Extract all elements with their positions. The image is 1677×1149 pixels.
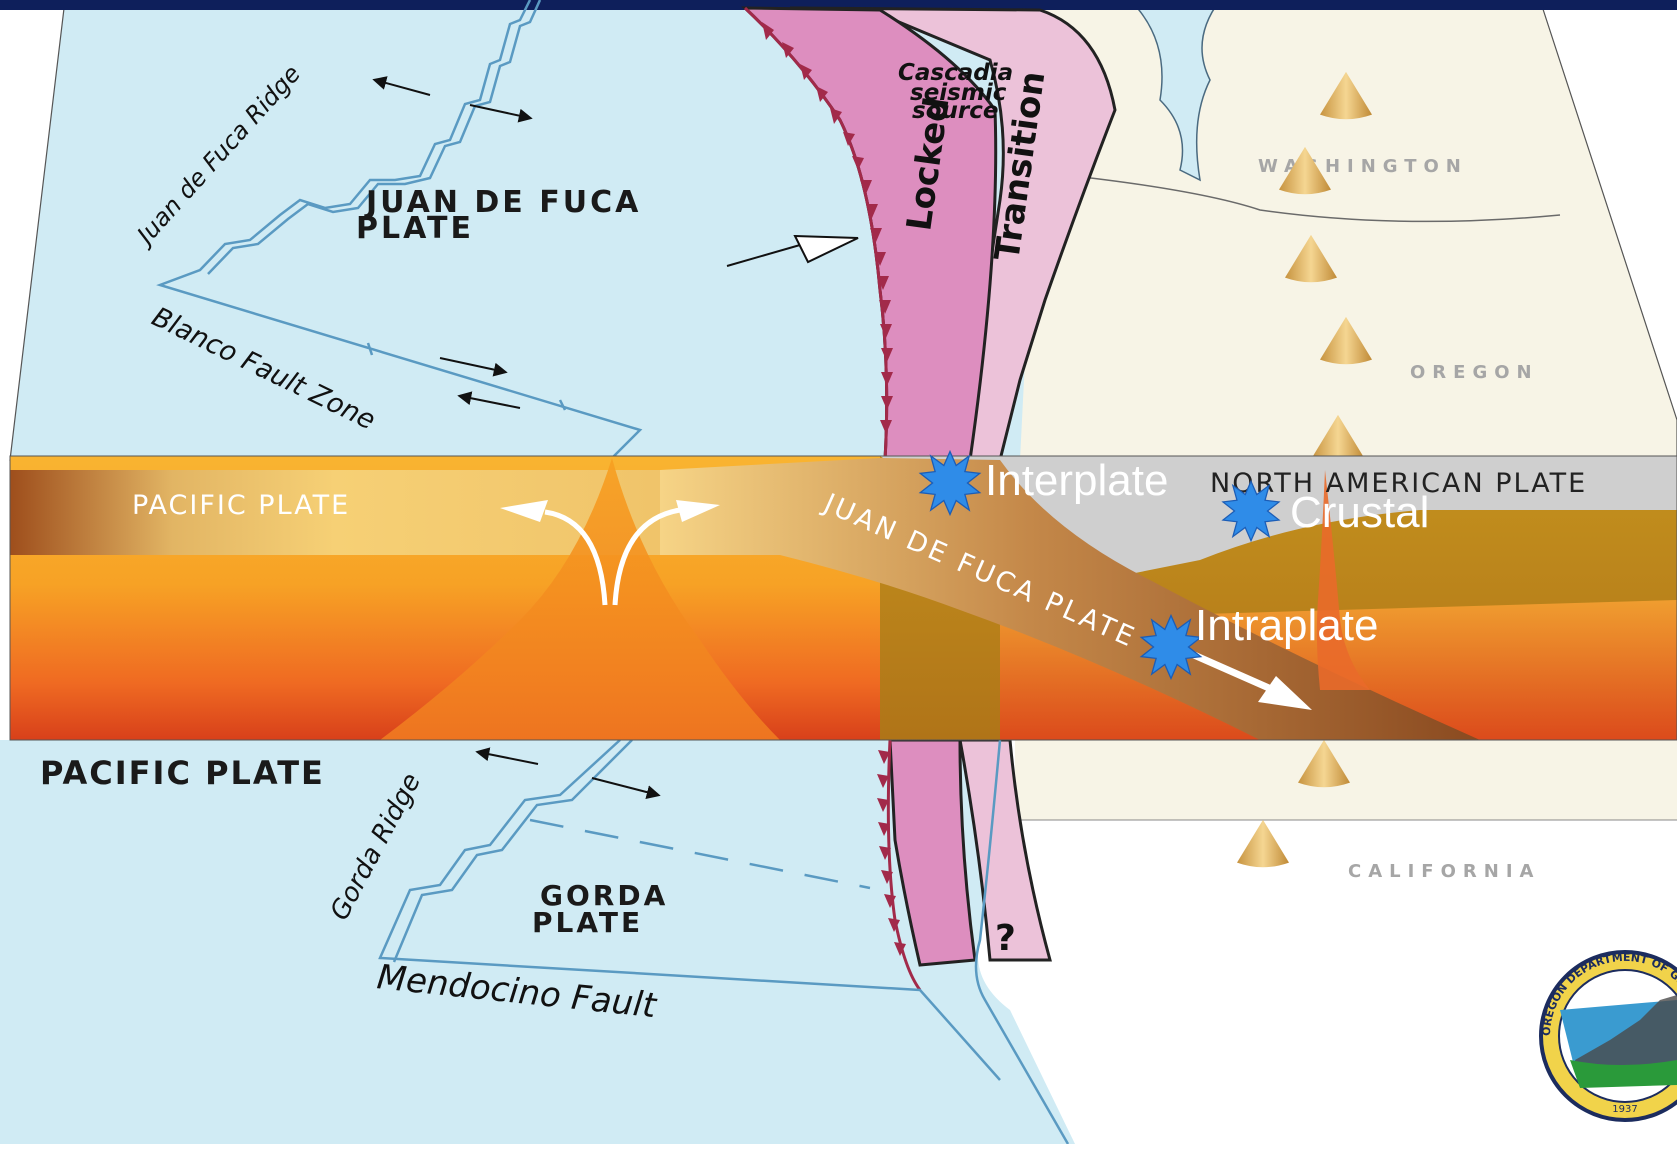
- bottom-map-surface: PACIFIC PLATE Gorda Ridge GORDA PLATE Me…: [0, 740, 1677, 1144]
- crustal-label: Crustal: [1290, 488, 1429, 537]
- logo-year: 1937: [1612, 1104, 1637, 1115]
- earthquake-crustal: Crustal: [1223, 481, 1429, 540]
- pacific-plate-section-label: PACIFIC PLATE: [132, 490, 350, 521]
- intraplate-label: Intraplate: [1195, 601, 1378, 650]
- question-mark-label: ?: [995, 918, 1016, 959]
- interplate-label: Interplate: [985, 456, 1168, 505]
- top-map-surface: Juan de Fuca Ridge JUAN DE FUCA PLATE Bl…: [0, 0, 1677, 462]
- oregon-label: OREGON: [1410, 362, 1539, 383]
- cross-section: PACIFIC PLATE JUAN DE FUCA PLATE NORTH A…: [10, 452, 1677, 741]
- pacific-plate-lower-label: PACIFIC PLATE: [40, 754, 325, 792]
- california-label: CALIFORNIA: [1348, 861, 1540, 882]
